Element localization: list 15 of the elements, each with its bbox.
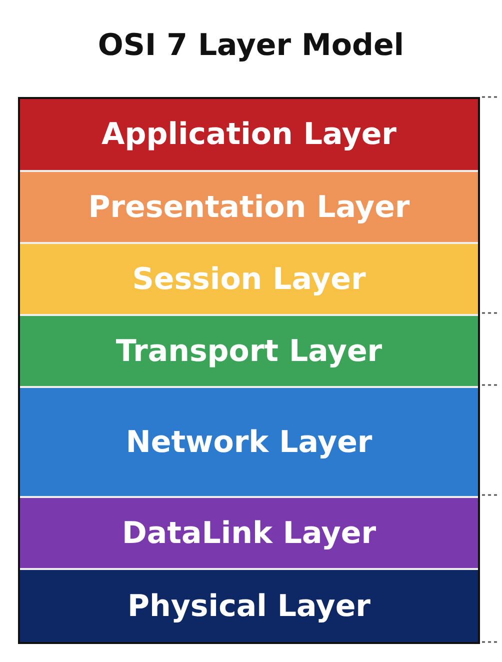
layer-label: Session Layer — [132, 262, 366, 296]
layer-band — [20, 570, 478, 642]
layer-label: DataLink Layer — [122, 516, 376, 550]
layer-band — [20, 172, 478, 244]
layer-label: Presentation Layer — [88, 190, 410, 224]
layer-label: Physical Layer — [128, 588, 370, 624]
layer-label: Transport Layer — [116, 334, 382, 368]
layer-band — [20, 99, 478, 172]
diagram-title: OSI 7 Layer Model — [96, 28, 406, 63]
layer-label: Application Layer — [102, 117, 396, 152]
layer-band — [20, 388, 478, 498]
layer-band — [20, 244, 478, 316]
layer-label: Network Layer — [126, 424, 372, 460]
layer-band — [20, 498, 478, 570]
layer-band — [20, 316, 478, 388]
